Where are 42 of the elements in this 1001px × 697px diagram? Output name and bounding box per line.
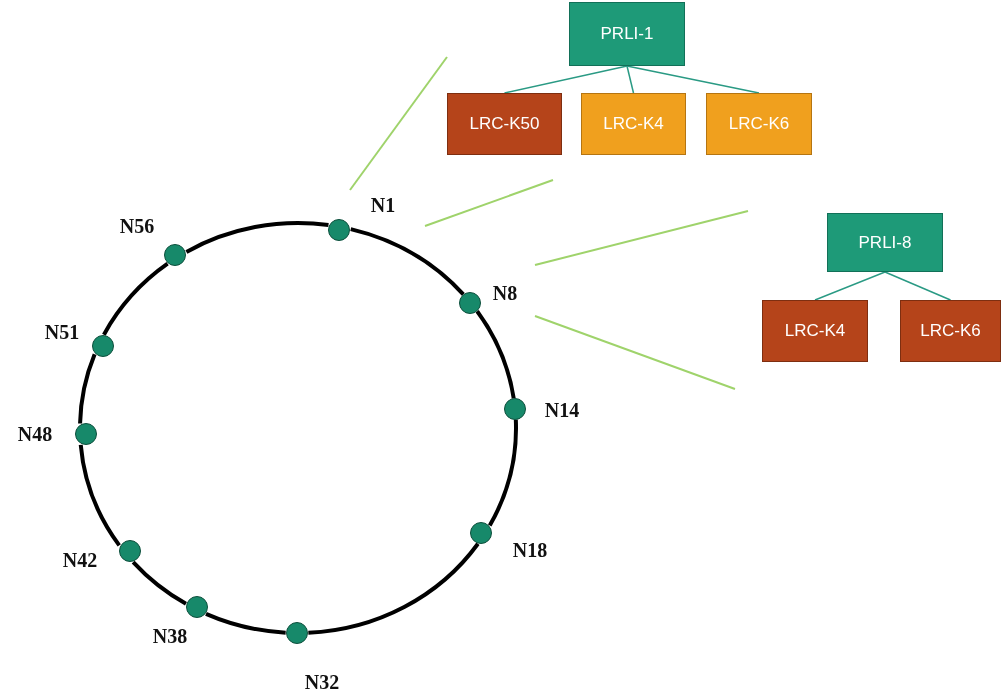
child-box: LRC-K50 xyxy=(447,93,562,155)
ring-node-dot xyxy=(470,522,492,544)
node-label: N18 xyxy=(512,538,548,562)
ring-node-dot xyxy=(75,423,97,445)
tree-line xyxy=(814,271,886,301)
ring-node-dot xyxy=(186,596,208,618)
child-box: LRC-K6 xyxy=(900,300,1001,362)
node-label: N8 xyxy=(492,281,518,305)
node-label: N14 xyxy=(544,398,580,422)
ring-arc xyxy=(205,611,286,635)
ring-arc xyxy=(131,560,187,606)
ring-arc xyxy=(78,444,121,547)
ring-node-dot xyxy=(92,335,114,357)
ring-arc xyxy=(308,542,480,635)
ring-arc xyxy=(78,353,97,424)
ring-arc xyxy=(102,262,169,336)
ring-node-dot xyxy=(119,540,141,562)
ring-arc xyxy=(185,221,329,254)
node-label: N38 xyxy=(152,624,188,648)
child-box: LRC-K4 xyxy=(581,93,686,155)
node-label: N32 xyxy=(304,670,340,694)
tree-line xyxy=(626,65,760,94)
ring-arc xyxy=(487,419,518,527)
child-box: LRC-K4 xyxy=(762,300,868,362)
ring-arc xyxy=(475,310,516,399)
node-label: N56 xyxy=(119,214,155,238)
parent-box: PRLI-8 xyxy=(827,213,943,272)
tree-line xyxy=(503,65,628,94)
tree-line xyxy=(884,271,952,301)
ring-node-dot xyxy=(459,292,481,314)
ring-node-dot xyxy=(164,244,186,266)
ring-arc xyxy=(350,227,465,296)
node-label: N48 xyxy=(17,422,53,446)
node-label: N42 xyxy=(62,548,98,572)
node-label: N1 xyxy=(370,193,396,217)
ring-node-dot xyxy=(504,398,526,420)
child-box: LRC-K6 xyxy=(706,93,812,155)
ring-node-dot xyxy=(328,219,350,241)
tree-line xyxy=(626,65,635,94)
parent-box: PRLI-1 xyxy=(569,2,685,66)
ring-node-dot xyxy=(286,622,308,644)
node-label: N51 xyxy=(44,320,80,344)
